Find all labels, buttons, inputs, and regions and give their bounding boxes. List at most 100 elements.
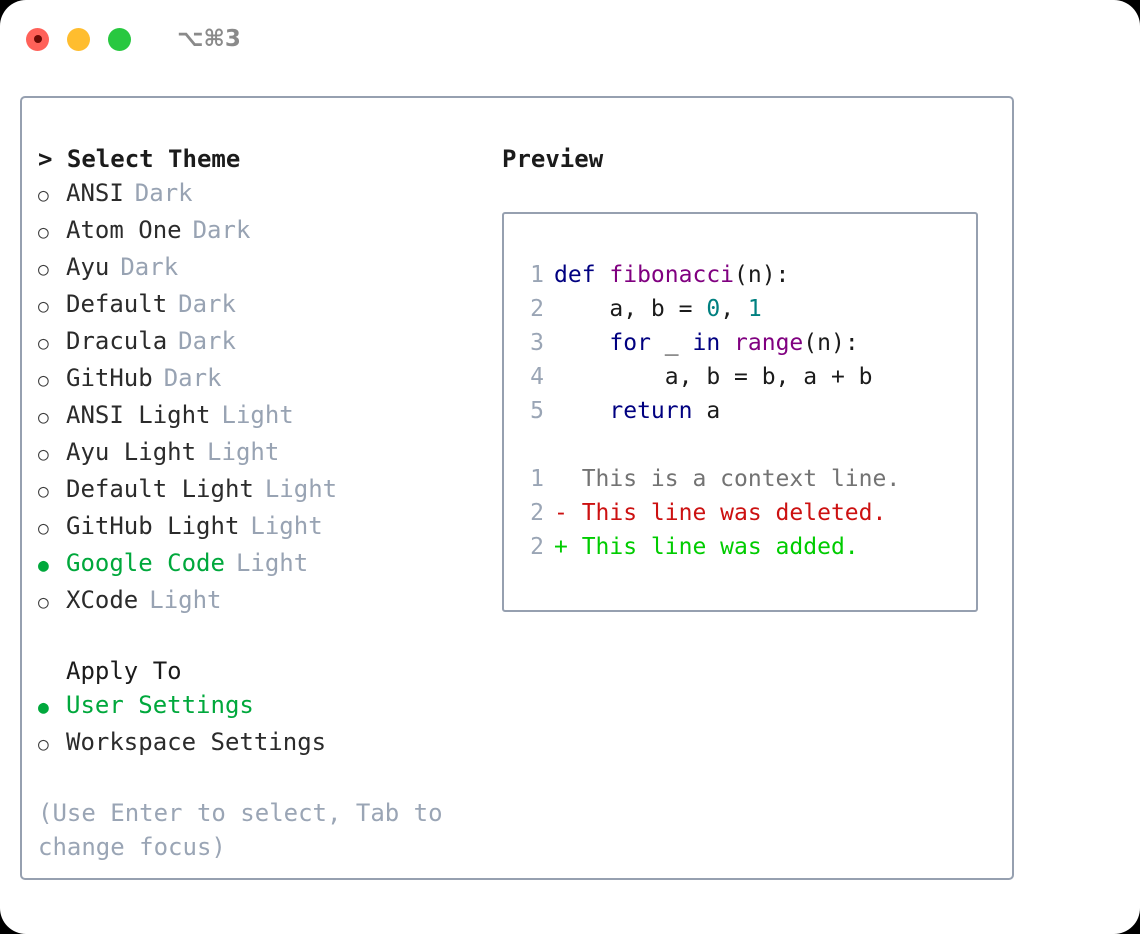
radio-unselected-icon: ○	[38, 444, 49, 465]
diff-sample: 1 This is a context line. 2 - This line wa…	[518, 462, 976, 564]
theme-option-tag: Light	[149, 586, 222, 614]
radio-unselected-icon: ○	[38, 407, 49, 428]
preview-gap	[518, 428, 976, 462]
code-token-kw: in	[692, 330, 721, 356]
maximize-window-button[interactable]	[108, 27, 131, 51]
theme-option-tag: Light	[250, 512, 323, 540]
apply-to-option-1[interactable]: ○ Workspace Settings	[38, 725, 478, 762]
diff-line-text: - This line was deleted.	[554, 500, 887, 526]
radio-unselected-icon: ○	[38, 592, 49, 613]
theme-option-label: Atom One	[66, 216, 182, 244]
theme-option-label: Dracula	[66, 327, 168, 355]
diff-line-text: + This line was added.	[554, 534, 859, 560]
theme-option-10[interactable]: ● Google Code Light	[38, 546, 478, 583]
theme-option-tag: Light	[207, 438, 280, 466]
code-token-pun	[554, 398, 609, 424]
theme-option-label: GitHub	[66, 364, 153, 392]
theme-option-tag: Light	[221, 401, 294, 429]
code-line-number: 1	[530, 262, 544, 288]
keyboard-shortcut-label: ⌥⌘3	[177, 26, 241, 52]
diff-line-ctx: 1 This is a context line.	[518, 462, 976, 496]
keyboard-hint-text: (Use Enter to select, Tab to change focu…	[38, 799, 458, 861]
code-line-number: 3	[530, 330, 544, 356]
theme-option-label: Ayu	[66, 253, 110, 281]
code-token-pun: a, b =	[554, 296, 707, 322]
radio-unselected-icon: ○	[38, 370, 49, 391]
theme-option-8[interactable]: ○ Default Light Light	[38, 472, 478, 509]
radio-selected-icon: ●	[38, 697, 49, 718]
theme-option-tag: Light	[235, 549, 309, 577]
radio-selected-icon: ●	[38, 555, 49, 576]
code-line: 5 return a	[518, 394, 976, 428]
code-token-pun: (n):	[803, 330, 859, 356]
code-token-pun: a	[692, 398, 721, 424]
theme-option-0[interactable]: ○ ANSI Dark	[38, 176, 478, 213]
apply-to-option-label: User Settings	[66, 691, 254, 719]
theme-option-7[interactable]: ○ Ayu Light Light	[38, 435, 478, 472]
code-line-number: 5	[530, 398, 544, 424]
theme-option-tag: Dark	[178, 290, 236, 318]
theme-option-5[interactable]: ○ GitHub Dark	[38, 361, 478, 398]
theme-option-label: ANSI	[66, 179, 124, 207]
theme-option-1[interactable]: ○ Atom One Dark	[38, 213, 478, 250]
diff-line-add: 2 + This line was added.	[518, 530, 976, 564]
code-line: 3 for _ in range(n):	[518, 326, 976, 360]
diff-line-number: 2	[530, 500, 544, 526]
radio-unselected-icon: ○	[38, 185, 49, 206]
minimize-window-button[interactable]	[67, 27, 90, 51]
radio-unselected-icon: ○	[38, 481, 49, 502]
theme-option-2[interactable]: ○ Ayu Dark	[38, 250, 478, 287]
code-token-num: 0	[706, 296, 721, 322]
theme-option-11[interactable]: ○ XCode Light	[38, 583, 478, 620]
radio-unselected-icon: ○	[38, 333, 49, 354]
diff-line-del: 2 - This line was deleted.	[518, 496, 976, 530]
code-token-kw: return	[609, 398, 693, 424]
theme-option-tag: Dark	[192, 216, 251, 244]
close-window-button[interactable]	[26, 27, 49, 51]
code-line-number: 2	[530, 296, 544, 322]
theme-option-tag: Dark	[178, 327, 236, 355]
radio-unselected-icon: ○	[38, 518, 49, 539]
code-token-kw: def	[554, 262, 610, 288]
theme-option-tag: Dark	[120, 253, 179, 281]
list-spacer	[38, 620, 478, 654]
theme-option-tag: Dark	[163, 364, 222, 392]
theme-option-3[interactable]: ○ Default Dark	[38, 287, 478, 324]
theme-option-4[interactable]: ○ Dracula Dark	[38, 324, 478, 361]
window-controls	[26, 27, 131, 51]
radio-unselected-icon: ○	[38, 734, 49, 755]
apply-to-heading: Apply To	[66, 657, 182, 685]
code-token-fn: fibonacci	[609, 262, 735, 288]
theme-option-label: Default	[66, 290, 168, 318]
theme-option-label: Ayu Light	[66, 438, 197, 466]
preview-heading: Preview	[502, 145, 604, 173]
code-token-kw: for	[609, 330, 651, 356]
theme-option-tag: Light	[264, 475, 338, 503]
diff-line-number: 2	[530, 534, 544, 560]
code-token-pun: _	[650, 330, 693, 356]
theme-option-tag: Dark	[134, 179, 193, 207]
theme-option-label: Google Code	[66, 549, 225, 577]
diff-line-number: 1	[530, 466, 544, 492]
radio-unselected-icon: ○	[38, 259, 49, 280]
code-token-pun	[554, 330, 609, 356]
apply-to-option-0[interactable]: ● User Settings	[38, 688, 478, 725]
diff-line-text: This is a context line.	[554, 466, 901, 492]
apply-to-option-label: Workspace Settings	[66, 728, 327, 756]
code-token-pun: (n):	[734, 262, 790, 288]
theme-option-label: XCode	[66, 586, 139, 614]
radio-unselected-icon: ○	[38, 222, 49, 243]
title-bar: ⌥⌘3	[0, 0, 1140, 78]
theme-option-label: Default Light	[66, 475, 254, 503]
radio-unselected-icon: ○	[38, 296, 49, 317]
code-token-pun: ,	[720, 296, 748, 322]
